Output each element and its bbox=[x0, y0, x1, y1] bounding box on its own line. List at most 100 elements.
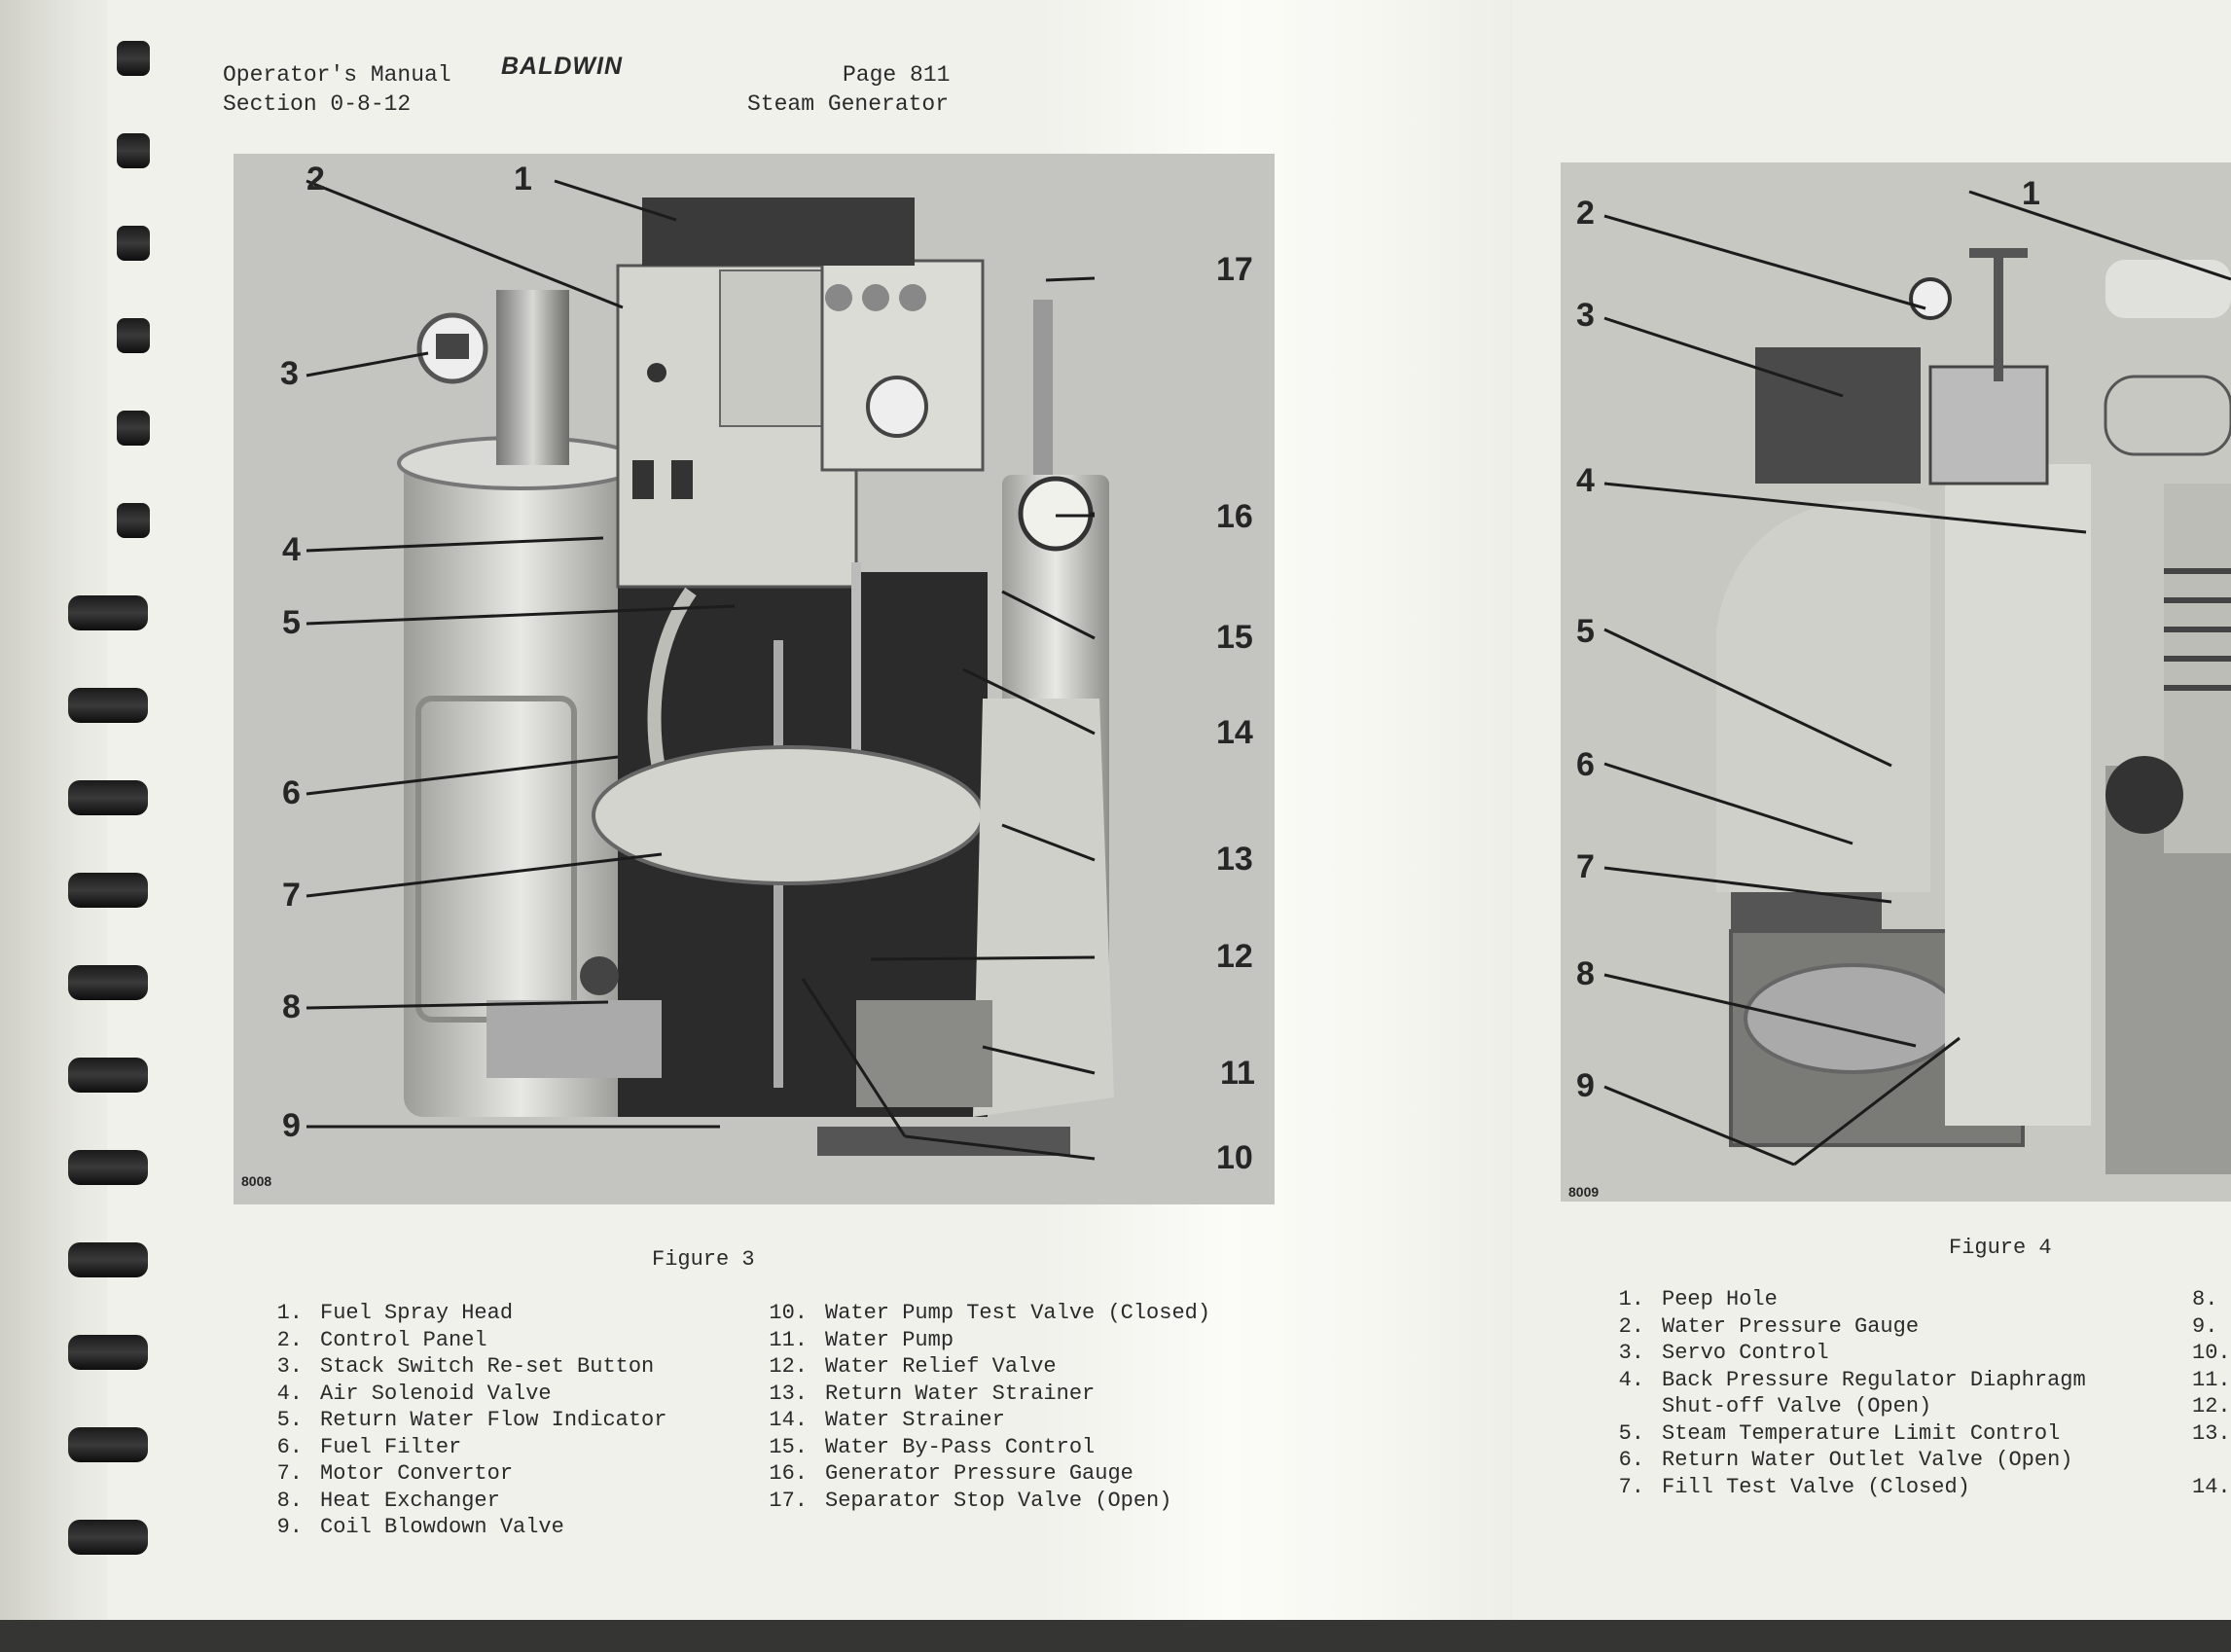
legend-number: 14. bbox=[769, 1408, 808, 1432]
binding-ring bbox=[68, 1335, 148, 1370]
scan-bottom-edge bbox=[0, 1620, 2231, 1652]
legend-item: 6. Return Water Outlet Valve (Open) bbox=[1596, 1447, 2086, 1474]
legend-number-cut: 13. bbox=[2192, 1420, 2231, 1446]
fig4-callout-3: 3 bbox=[1576, 297, 1595, 334]
legend-number: 10. bbox=[769, 1301, 808, 1325]
binding-ring bbox=[117, 133, 150, 168]
legend-number: 7. bbox=[276, 1461, 303, 1486]
legend-item: 5. Return Water Flow Indicator bbox=[248, 1407, 667, 1434]
fig4-callout-5: 5 bbox=[1576, 613, 1595, 650]
binding-ring bbox=[117, 226, 150, 261]
legend-item: 2.Water Pressure Gauge bbox=[1596, 1313, 2086, 1341]
brand-logo: BALDWIN bbox=[501, 53, 624, 80]
binding-ring bbox=[117, 318, 150, 353]
legend-item: 2. Control Panel bbox=[248, 1327, 666, 1354]
legend-label: Fill Test Valve (Closed) bbox=[1662, 1474, 1970, 1499]
callout-15: 15 bbox=[1216, 619, 1253, 656]
legend-item: 8. Heat Exchanger bbox=[248, 1488, 666, 1515]
callout-7: 7 bbox=[282, 877, 301, 914]
binding-ring bbox=[68, 1520, 148, 1555]
fig4-callout-8: 8 bbox=[1576, 955, 1595, 992]
legend-item: 6. Fuel Filter bbox=[248, 1434, 666, 1461]
figure-4-legend-cut-numbers: 8.9.10.11.12.13. 14. bbox=[2192, 1286, 2231, 1500]
legend-label: Servo Control bbox=[1662, 1341, 1829, 1365]
legend-label: Peep Hole bbox=[1662, 1287, 1778, 1311]
figure-4-caption: Figure 4 bbox=[1949, 1236, 2052, 1260]
legend-label: Fuel Filter bbox=[320, 1434, 462, 1459]
legend-number: 8. bbox=[276, 1488, 303, 1513]
legend-number: 15. bbox=[769, 1434, 808, 1459]
binding-ring bbox=[68, 1427, 148, 1462]
callout-8: 8 bbox=[282, 988, 301, 1025]
binding-ring bbox=[117, 503, 150, 538]
manual-title: Operator's Manual bbox=[223, 62, 451, 88]
legend-number: 4. bbox=[276, 1381, 303, 1406]
legend-number: 2. bbox=[276, 1327, 303, 1352]
callout-13: 13 bbox=[1216, 841, 1253, 878]
binding-ring bbox=[68, 873, 148, 908]
legend-number-cut bbox=[2192, 1447, 2231, 1474]
legend-label: Control Panel bbox=[320, 1327, 487, 1352]
legend-number: 3. bbox=[1618, 1341, 1644, 1365]
binding-ring bbox=[68, 595, 148, 630]
legend-label: Fuel Spray Head bbox=[320, 1301, 514, 1325]
legend-label: Water By-Pass Control bbox=[825, 1434, 1096, 1459]
callout-14: 14 bbox=[1216, 714, 1253, 751]
legend-item: 9.Coil Blowdown Valve bbox=[248, 1514, 666, 1541]
legend-item: 14.Water Strainer bbox=[759, 1407, 1210, 1434]
figure-3-photo-id: 8008 bbox=[241, 1173, 272, 1189]
fig4-callout-2: 2 bbox=[1576, 195, 1595, 232]
callout-5: 5 bbox=[282, 604, 301, 641]
legend-label: Steam Temperature Limit Control bbox=[1662, 1420, 2061, 1446]
figure-3-caption: Figure 3 bbox=[652, 1247, 755, 1272]
legend-label: Separator Stop Valve (Open) bbox=[825, 1488, 1172, 1513]
legend-number: 1. bbox=[276, 1301, 303, 1325]
legend-number: 16. bbox=[769, 1461, 808, 1486]
callout-17: 17 bbox=[1216, 251, 1253, 288]
legend-number: 3. bbox=[276, 1354, 303, 1379]
legend-label: Return Water Outlet Valve (Open) bbox=[1662, 1448, 2073, 1472]
legend-number: 17. bbox=[769, 1488, 808, 1513]
legend-item: 4.Back Pressure Regulator Diaphragm bbox=[1596, 1367, 2086, 1394]
binding-ring bbox=[68, 965, 148, 1000]
figure-4-photo-id: 8009 bbox=[1568, 1184, 1600, 1200]
legend-item: 10. Water Pump Test Valve (Closed) bbox=[759, 1300, 1210, 1327]
legend-number: 7. bbox=[1618, 1474, 1644, 1499]
legend-number: 5. bbox=[276, 1408, 303, 1432]
legend-number-cut: 8. bbox=[2192, 1287, 2218, 1311]
legend-number: 13. bbox=[769, 1381, 808, 1406]
legend-number: 6. bbox=[276, 1434, 303, 1459]
fig4-callout-6: 6 bbox=[1576, 746, 1595, 783]
fig4-callout-1: 1 bbox=[2022, 175, 2040, 212]
page-subject: Steam Generator bbox=[747, 91, 950, 117]
legend-number-cut: 10. bbox=[2192, 1341, 2231, 1365]
legend-item: 3. Servo Control bbox=[1596, 1340, 2086, 1367]
callout-2: 2 bbox=[306, 161, 325, 198]
section-number: Section 0-8-12 bbox=[223, 91, 412, 117]
legend-number: 4. bbox=[1618, 1367, 1644, 1392]
legend-item: Shut-off Valve (Open) bbox=[1596, 1393, 2086, 1420]
legend-label: Water Pump Test Valve (Closed) bbox=[825, 1301, 1211, 1325]
legend-item: 7. Fill Test Valve (Closed) bbox=[1596, 1474, 2086, 1501]
callout-16: 16 bbox=[1216, 498, 1253, 535]
legend-item: 16.Generator Pressure Gauge bbox=[759, 1460, 1210, 1488]
legend-label: Return Water Flow Indicator bbox=[320, 1408, 667, 1432]
legend-number: 6. bbox=[1618, 1448, 1644, 1472]
legend-item: 1. Fuel Spray Head bbox=[248, 1300, 666, 1327]
binding-ring bbox=[117, 41, 150, 76]
legend-label: Stack Switch Re-set Button bbox=[320, 1354, 655, 1379]
legend-label: Coil Blowdown Valve bbox=[320, 1515, 564, 1539]
legend-item: 17. Separator Stop Valve (Open) bbox=[759, 1488, 1210, 1515]
fig4-callout-4: 4 bbox=[1576, 462, 1595, 499]
legend-item: 12.Water Relief Valve bbox=[759, 1353, 1210, 1381]
callout-11: 11 bbox=[1220, 1055, 1255, 1092]
binding-ring bbox=[68, 1242, 148, 1277]
legend-label: Water Pressure Gauge bbox=[1662, 1313, 1920, 1339]
callout-10: 10 bbox=[1216, 1139, 1253, 1176]
legend-label: Heat Exchanger bbox=[320, 1488, 500, 1513]
legend-number-cut: 9. bbox=[2192, 1313, 2218, 1339]
binding-ring bbox=[68, 688, 148, 723]
callout-4: 4 bbox=[282, 531, 301, 568]
legend-label: Motor Convertor bbox=[320, 1461, 514, 1486]
